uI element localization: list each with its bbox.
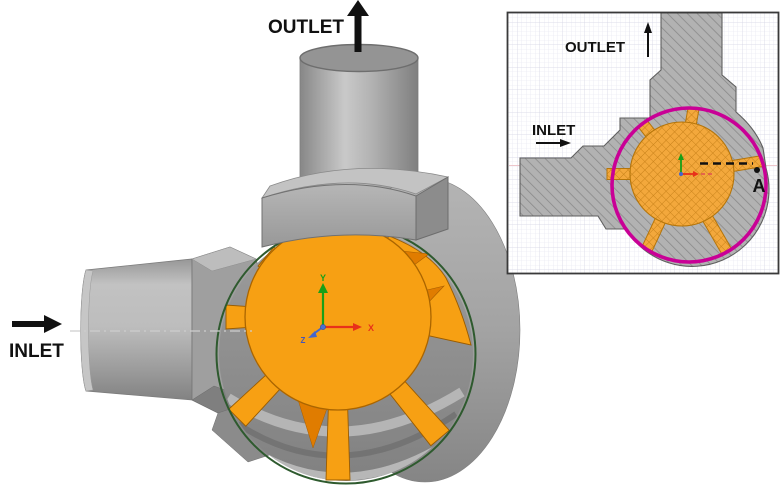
point-a-label: A: [753, 176, 766, 196]
main-outlet-annotation: OUTLET: [268, 0, 369, 52]
inlet-flange-top-facet: [191, 246, 257, 272]
point-a-marker: [754, 167, 760, 173]
triad-y-axis: Y: [318, 273, 328, 327]
inset-inlet-annotation: INLET: [532, 122, 575, 147]
rotor-section: [606, 106, 764, 256]
rotor-disc: [244, 223, 432, 411]
main-3d-view: Y X Z OUTLET INLET: [9, 0, 521, 485]
rotor: [225, 223, 472, 481]
triad-y-arrowhead: [318, 283, 328, 293]
inlet-pipe: [80, 258, 193, 401]
triad-x-arrowhead: [353, 323, 362, 331]
inset-outlet-arrow: [644, 22, 652, 57]
triad-z-label: Z: [301, 336, 306, 345]
triad-x-axis: X: [323, 323, 374, 333]
main-inlet-arrow: [12, 315, 62, 333]
chamber-circle: [610, 106, 768, 264]
inset-outlet-label: OUTLET: [565, 39, 625, 56]
coordinate-triad: Y X Z: [301, 273, 374, 345]
outlet-flange: [261, 167, 450, 248]
triad-x-label: X: [368, 323, 374, 333]
main-inlet-annotation: INLET: [9, 315, 64, 362]
triad-z-arrowhead: [308, 331, 317, 338]
inset-border: [506, 11, 780, 275]
point-a-annotation: A: [700, 162, 766, 196]
outlet-flange-side-facet: [415, 176, 449, 241]
triad-y-label: Y: [320, 273, 326, 283]
main-inlet-label: INLET: [9, 341, 64, 362]
triad-origin: [320, 324, 326, 330]
outlet-pipe: [299, 43, 419, 191]
inset-outlet-annotation: OUTLET: [565, 22, 652, 57]
inset-inlet-label: INLET: [532, 122, 575, 139]
inset-triad: [678, 153, 712, 177]
inlet-pipe-end-face: [80, 269, 94, 392]
main-outlet-arrow: [347, 0, 369, 52]
section-inset: A OUTLET INLET: [506, 11, 780, 275]
inset-inlet-arrow: [536, 139, 571, 147]
main-outlet-label: OUTLET: [268, 17, 344, 38]
